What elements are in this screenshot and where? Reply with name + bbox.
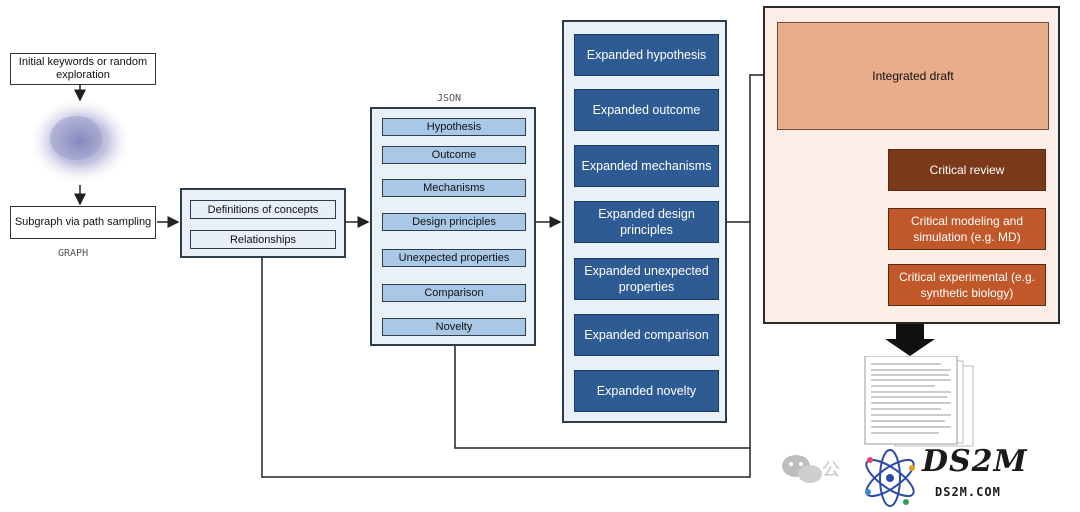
keywords-label: Initial keywords or random exploration [18, 56, 148, 81]
concept-item-relationships: Relationships [190, 230, 336, 249]
expanded-item-unexpected-properties: Expanded unexpected properties [574, 258, 719, 300]
ds2m-brand: DS2M [922, 444, 1028, 479]
graph-cloud-image [30, 99, 130, 183]
svg-text:公: 公 [822, 460, 840, 481]
expanded-panel: Expanded hypothesis Expanded outcome Exp… [562, 20, 727, 423]
expanded-item-comparison: Expanded comparison [574, 314, 719, 356]
ds2m-url: DS2M.COM [935, 485, 1001, 499]
critical-experimental-box: Critical experimental (e.g. synthetic bi… [888, 264, 1046, 306]
json-item-outcome: Outcome [382, 146, 526, 164]
json-panel: Hypothesis Outcome Mechanisms Design pri… [370, 107, 536, 346]
concepts-panel: Definitions of concepts Relationships [180, 188, 346, 258]
integrated-draft-box: Integrated draft [777, 22, 1049, 130]
json-item-hypothesis: Hypothesis [382, 118, 526, 136]
expanded-item-mechanisms: Expanded mechanisms [574, 145, 719, 187]
expanded-item-design-principles: Expanded design principles [574, 201, 719, 243]
expanded-item-novelty: Expanded novelty [574, 370, 719, 412]
json-item-comparison: Comparison [382, 284, 526, 302]
graph-label: GRAPH [58, 248, 89, 259]
critical-review-box: Critical review [888, 149, 1046, 191]
json-label: JSON [437, 93, 462, 104]
json-item-novelty: Novelty [382, 318, 526, 336]
integrated-panel: Integrated draft Critical review Critica… [763, 6, 1060, 324]
output-documents-image [864, 356, 974, 447]
subgraph-label: Subgraph via path sampling [14, 216, 152, 228]
json-item-design-principles: Design principles [382, 213, 526, 231]
ds2m-logo-icon [865, 449, 915, 507]
expanded-item-outcome: Expanded outcome [574, 89, 719, 131]
keywords-box: Initial keywords or random exploration [10, 53, 156, 85]
critical-modeling-box: Critical modeling and simulation (e.g. M… [888, 208, 1046, 250]
expanded-item-hypothesis: Expanded hypothesis [574, 34, 719, 76]
big-down-arrow [885, 323, 935, 356]
subgraph-box: Subgraph via path sampling [10, 206, 156, 239]
wechat-icon: 公 [782, 455, 840, 483]
json-item-unexpected-properties: Unexpected properties [382, 249, 526, 267]
concept-item-definitions: Definitions of concepts [190, 200, 336, 219]
json-item-mechanisms: Mechanisms [382, 179, 526, 197]
